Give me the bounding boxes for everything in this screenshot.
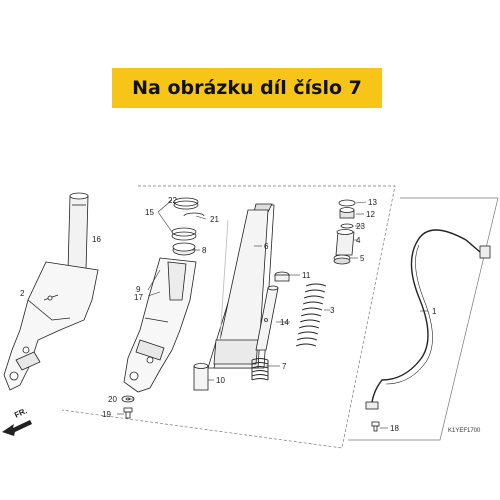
- direction-label: FR.: [13, 406, 28, 420]
- callout-16: 16: [92, 235, 101, 244]
- leader-lines: [117, 199, 428, 429]
- callout-7: 7: [282, 362, 287, 371]
- fork-leg-left[interactable]: [3, 192, 99, 391]
- callout-6: 6: [264, 242, 269, 251]
- fork-leg-inner[interactable]: [123, 257, 197, 393]
- callout-15: 15: [145, 208, 154, 217]
- callout-23: 23: [356, 222, 365, 231]
- callout-1: 1: [432, 307, 437, 316]
- callout-20: 20: [108, 395, 117, 404]
- rebound-spring-7[interactable]: [251, 358, 269, 381]
- bolt-19[interactable]: [123, 407, 133, 419]
- callout-11: 11: [302, 271, 311, 280]
- callout-2: 2: [20, 289, 25, 298]
- fork-tube[interactable]: [207, 203, 275, 369]
- fork-collar-10[interactable]: [193, 363, 209, 391]
- callout-19: 19: [102, 410, 111, 419]
- callout-22: 22: [168, 196, 177, 205]
- bolt-18[interactable]: [371, 421, 380, 432]
- speed-sensor-cable-1[interactable]: [365, 229, 491, 410]
- callout-14: 14: [280, 318, 289, 327]
- callout-17: 17: [134, 293, 143, 302]
- seal-stack[interactable]: [171, 197, 205, 256]
- sensor-outline: [348, 197, 499, 441]
- callout-21: 21: [210, 215, 219, 224]
- callout-18: 18: [390, 424, 399, 433]
- callout-3: 3: [330, 306, 335, 315]
- callout-10: 10: [216, 376, 225, 385]
- front-direction-arrow: FR.: [2, 406, 32, 436]
- diagram-code: K1YEF1700: [448, 428, 481, 434]
- callout-12: 12: [366, 210, 375, 219]
- callout-13: 13: [368, 198, 377, 207]
- callout-4: 4: [356, 236, 361, 245]
- fork-cap-stack[interactable]: [333, 199, 356, 265]
- assembly-outline: [61, 185, 396, 449]
- callout-5: 5: [360, 254, 365, 263]
- banner-text: Na obrázku díl číslo 7: [132, 77, 362, 99]
- callout-labels: 1 2 3 4 5 6 7 8 9 10 11 12 13 14 15 16 1…: [20, 196, 437, 433]
- callout-9: 9: [136, 285, 141, 294]
- arrow-icon: [2, 420, 32, 436]
- fork-spring-3[interactable]: [295, 283, 327, 347]
- part-number-banner: Na obrázku díl číslo 7: [112, 68, 382, 108]
- callout-8: 8: [202, 246, 207, 255]
